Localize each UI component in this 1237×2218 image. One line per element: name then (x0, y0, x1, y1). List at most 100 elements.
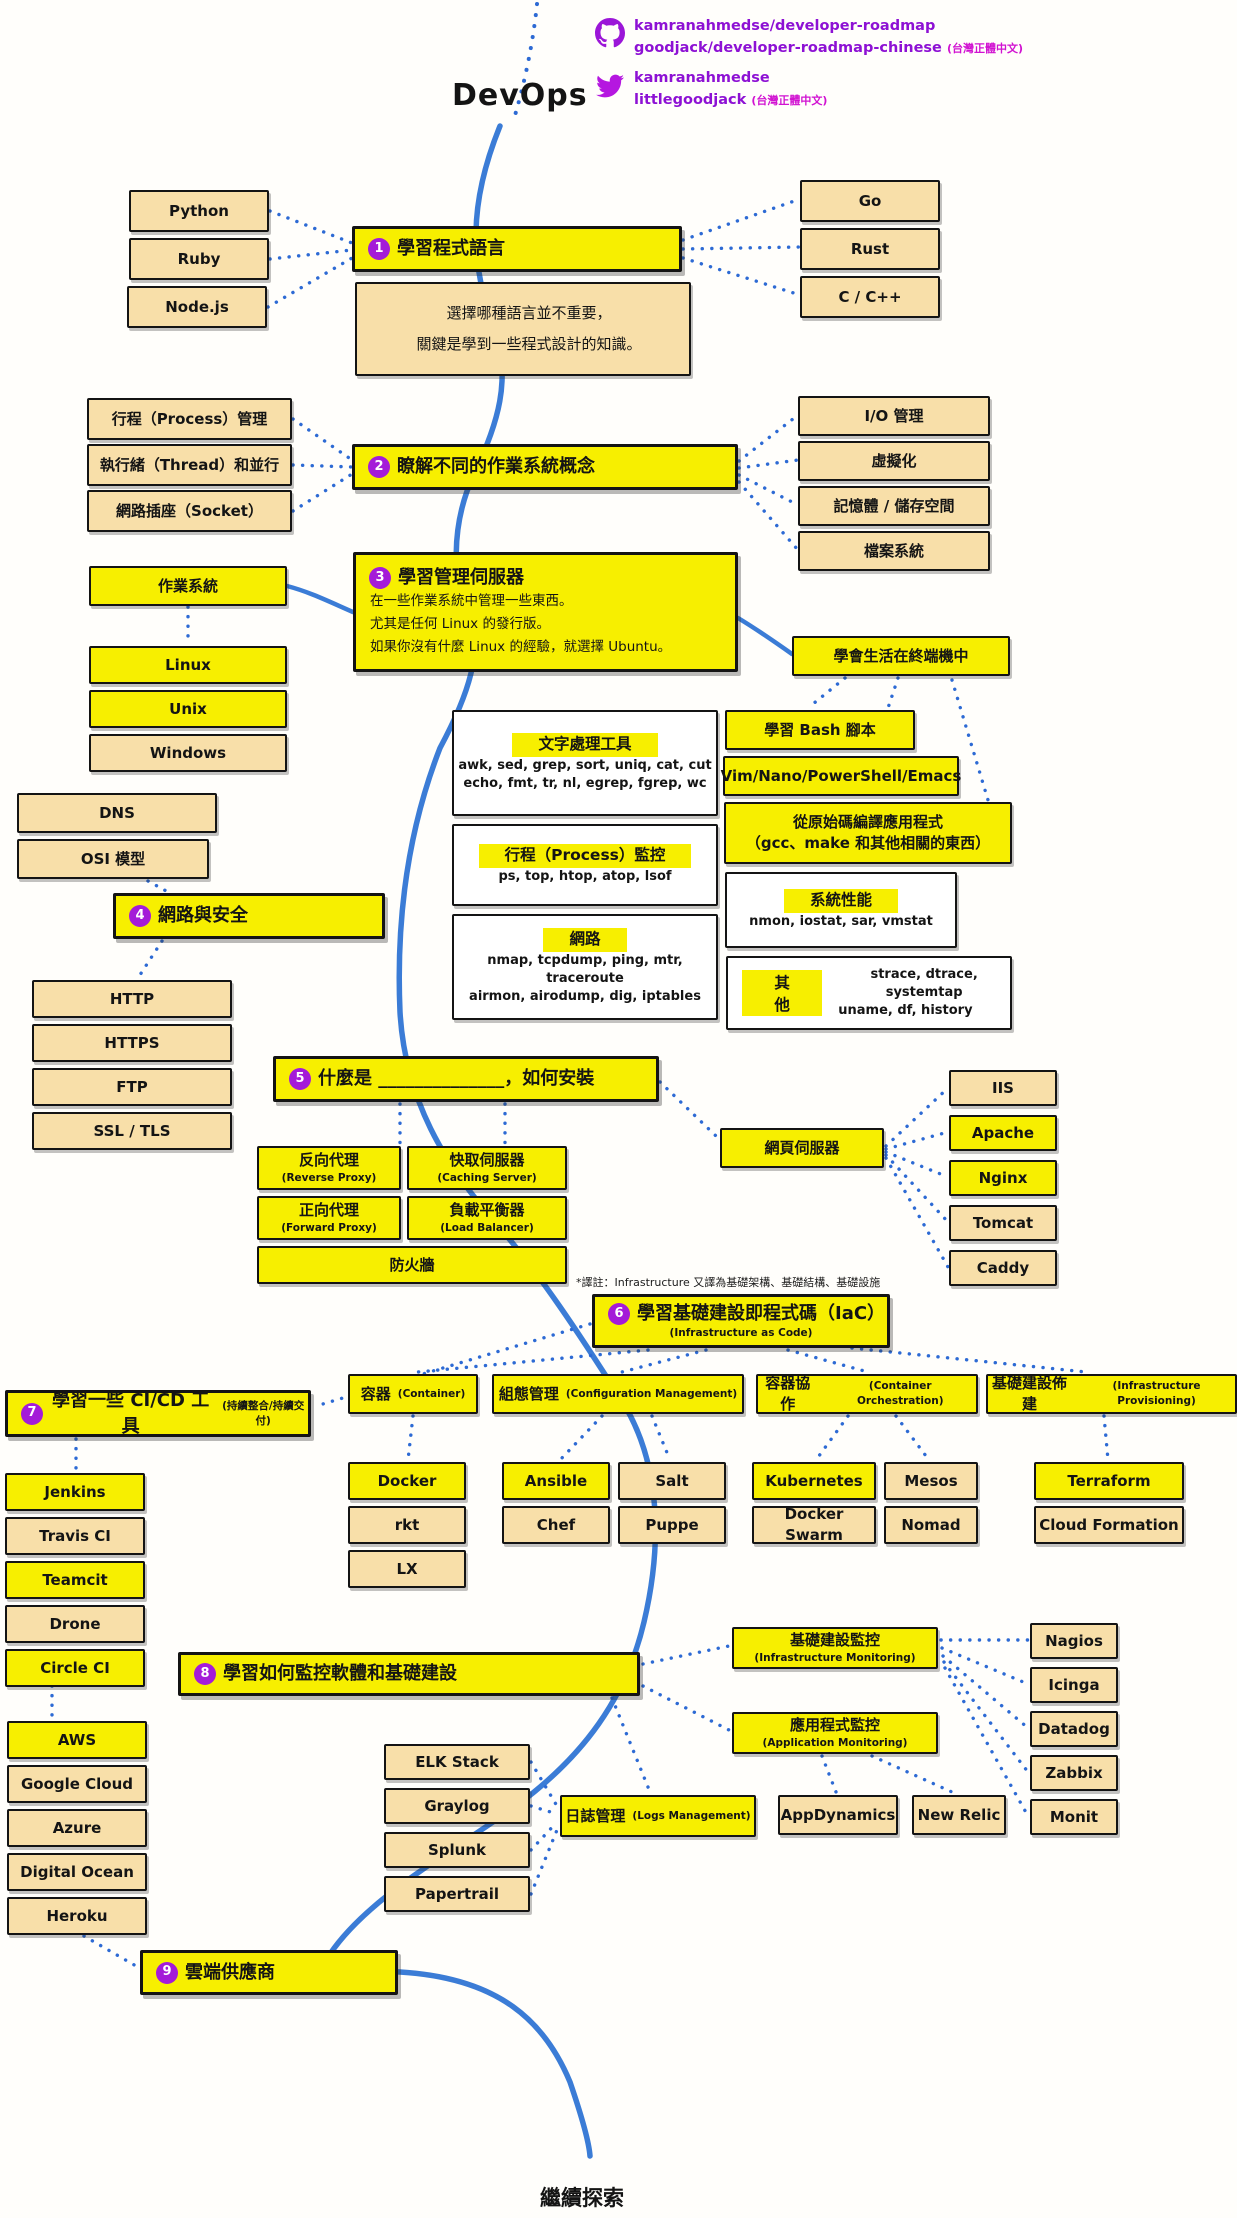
compile-from-source-text: （gcc、make 和其他相關的東西） (745, 834, 991, 852)
rkt: rkt (348, 1506, 466, 1544)
github-repo-primary[interactable]: kamranahmedse/developer-roadmap (634, 18, 936, 34)
logs-management-line: 日誌管理(Logs Management) (565, 1806, 750, 1827)
python-line: Python (169, 201, 229, 222)
operating-system: 作業系統 (89, 566, 287, 606)
terraform-text: Terraform (1067, 1471, 1151, 1490)
c-cpp-line: C / C++ (838, 287, 901, 308)
zabbix: Zabbix (1030, 1755, 1118, 1791)
infrastructure-monitoring-line: (Infrastructure Monitoring) (754, 1651, 915, 1666)
virtualization: 虛擬化 (798, 441, 990, 481)
http-text: HTTP (109, 989, 155, 1008)
topic-1-learn-programming-text: 學習程式語言 (397, 238, 505, 260)
lx-line: LX (396, 1559, 417, 1580)
iis: IIS (949, 1070, 1057, 1106)
forward-proxy-text: 正向代理 (298, 1201, 359, 1220)
nodejs: Node.js (127, 286, 267, 328)
nginx: Nginx (949, 1160, 1057, 1196)
network-tools-line: airmon, airodump, dig, iptables (469, 988, 701, 1006)
socket: 網路插座（Socket） (87, 490, 292, 532)
live-in-terminal: 學會生活在終端機中 (792, 636, 1010, 676)
twitter-handle-chinese-label[interactable]: littlegoodjack (634, 92, 747, 108)
logs-management-text: 日誌管理 (565, 1806, 626, 1825)
topic-3-manage-servers-text: 在一些作業系統中管理一些東西。 (370, 593, 573, 610)
web-server-text: 網頁伺服器 (764, 1138, 840, 1157)
apache-text: Apache (971, 1123, 1035, 1142)
network-tools-text: 網路 (543, 927, 627, 952)
apache: Apache (949, 1115, 1057, 1151)
process-monitoring-line: 行程（Process）監控 (478, 844, 692, 868)
github-repo-chinese-label[interactable]: goodjack/developer-roadmap-chinese (634, 40, 942, 56)
azure: Azure (7, 1809, 147, 1847)
twitter-icon (596, 72, 624, 104)
reverse-proxy-line: (Reverse Proxy) (282, 1171, 377, 1186)
process-management-line: 行程（Process）管理 (112, 409, 268, 430)
apache-line: Apache (972, 1123, 1034, 1144)
digital-ocean: Digital Ocean (7, 1853, 147, 1891)
https-line: HTTPS (104, 1033, 159, 1054)
chef: Chef (502, 1506, 610, 1544)
process-monitoring-text: ps, top, htop, atop, lsof (498, 868, 672, 884)
dns-line: DNS (99, 803, 135, 824)
note-language-choice: 選擇哪種語言並不重要，關鍵是學到一些程式設計的知識。 (355, 282, 691, 376)
icinga: Icinga (1030, 1667, 1118, 1703)
twitter-handle-chinese[interactable]: littlegoodjack (台灣正體中文) (634, 90, 827, 112)
compile-from-source-line: 從原始碼編譯應用程式 (793, 812, 943, 833)
process-management: 行程（Process）管理 (87, 398, 292, 440)
forward-proxy-line: (Forward Proxy) (281, 1221, 377, 1236)
jenkins-line: Jenkins (44, 1482, 105, 1503)
travis-ci-line: Travis CI (39, 1526, 111, 1547)
https-text: HTTPS (104, 1033, 160, 1052)
drone-text: Drone (49, 1614, 101, 1633)
rust-line: Rust (851, 239, 889, 260)
graylog: Graylog (384, 1788, 530, 1824)
icinga-text: Icinga (1048, 1675, 1100, 1694)
linux-line: Linux (165, 655, 211, 676)
chef-text: Chef (536, 1515, 576, 1534)
kubernetes-text: Kubernetes (765, 1471, 863, 1490)
cat-container-line: 容器(Container) (361, 1384, 466, 1405)
text-processing-tools-text: 文字處理工具 (512, 732, 658, 757)
page-title: DevOps (452, 78, 588, 113)
appdynamics-text: AppDynamics (780, 1805, 896, 1824)
firewall: 防火牆 (257, 1246, 567, 1284)
twitter-handle-chinese-note: (台灣正體中文) (751, 94, 828, 107)
infrastructure-monitoring-text: (Infrastructure Monitoring) (754, 1652, 916, 1665)
topic-7-cicd-tools-text: 學習一些 CI/CD 工具 (52, 1390, 210, 1437)
topic-2-os-concepts-text: 瞭解不同的作業系統概念 (397, 456, 595, 478)
file-system: 檔案系統 (798, 531, 990, 571)
topic-badge: 3 (369, 566, 391, 589)
load-balancer-line: (Load Balancer) (440, 1221, 534, 1236)
load-balancer-text: (Load Balancer) (440, 1222, 534, 1235)
cat-provisioning-line: 基礎建設佈建(Infrastructure Provisioning) (988, 1373, 1235, 1415)
aws-line: AWS (58, 1730, 96, 1751)
terraform-line: Terraform (1067, 1471, 1150, 1492)
editors-line: Vim/Nano/PowerShell/Emacs (721, 766, 962, 787)
caching-server: 快取伺服器(Caching Server) (407, 1146, 567, 1190)
text-processing-tools-line: 文字處理工具 (512, 732, 658, 757)
rust: Rust (800, 228, 940, 270)
topic-6-iac-text: 學習基礎建設即程式碼（IaC） (637, 1303, 886, 1325)
file-system-line: 檔案系統 (864, 541, 924, 562)
c-cpp: C / C++ (800, 276, 940, 318)
twitter-handle-primary[interactable]: kamranahmedse (634, 70, 770, 86)
docker-swarm: Docker Swarm (752, 1505, 876, 1544)
text-processing-tools-line: awk, sed, grep, sort, uniq, cat, cut (458, 757, 711, 775)
topic-3-manage-servers-line: 在一些作業系統中管理一些東西。 (356, 592, 735, 611)
text-processing-tools-text: echo, fmt, tr, nl, egrep, fgrep, wc (463, 775, 707, 791)
elk-stack-text: ELK Stack (415, 1752, 499, 1771)
nagios-text: Nagios (1045, 1631, 1103, 1650)
reverse-proxy: 反向代理(Reverse Proxy) (257, 1146, 401, 1190)
cat-config-mgmt-line: 組態管理(Configuration Management) (499, 1384, 737, 1405)
github-repo-chinese[interactable]: goodjack/developer-roadmap-chinese (台灣正體… (634, 38, 1023, 60)
load-balancer-text: 負載平衡器 (449, 1201, 525, 1220)
nomad: Nomad (884, 1506, 978, 1544)
cat-config-mgmt-text: 組態管理 (498, 1384, 559, 1403)
ssl-tls-line: SSL / TLS (93, 1121, 170, 1142)
graylog-text: Graylog (424, 1796, 490, 1815)
